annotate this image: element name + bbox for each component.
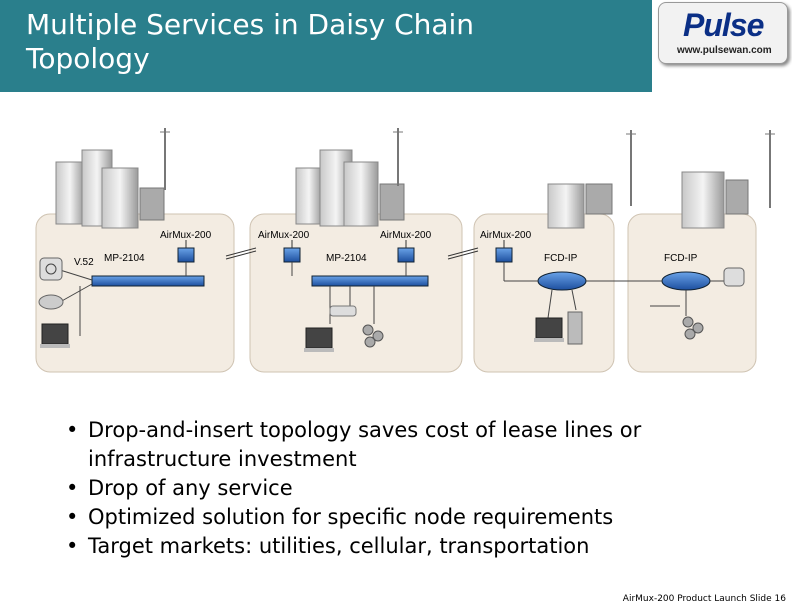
site-panel-4 [627, 213, 757, 373]
phones-cluster-icon-1 [362, 324, 384, 348]
slide-footer: AirMux-200 Product Launch Slide 16 [622, 594, 786, 604]
logo-area: Pulse www.pulsewan.com [652, 0, 792, 92]
bullet-item: •Drop-and-insert topology saves cost of … [66, 418, 642, 471]
building-group-3 [547, 130, 636, 229]
label-airmux-1: AirMux-200 [160, 230, 212, 241]
slide-title: Multiple Services in Daisy Chain Topolog… [26, 8, 475, 75]
building-group-1 [55, 128, 170, 229]
label-fcd-ip-2: FCD-IP [664, 253, 698, 264]
building-group-4 [681, 130, 775, 229]
label-airmux-4: AirMux-200 [480, 230, 532, 241]
label-v52: V.52 [74, 257, 94, 268]
label-mp-2104-1: MP-2104 [104, 253, 145, 264]
bullet-text: Target markets: utilities, cellular, tra… [88, 534, 590, 558]
phones-cluster-icon-2 [682, 316, 704, 340]
computer-icon-2 [304, 327, 334, 352]
router-icon-1 [38, 294, 64, 310]
bullet-item: •Target markets: utilities, cellular, tr… [66, 534, 590, 558]
logo-word: Pulse [683, 7, 764, 43]
bullet-text: Optimized solution for specific node req… [88, 505, 614, 529]
label-fcd-ip-1: FCD-IP [544, 253, 578, 264]
phone-icon [329, 305, 357, 317]
label-airmux-3: AirMux-200 [380, 230, 432, 241]
label-airmux-2: AirMux-200 [258, 230, 310, 241]
pbx-icon [39, 257, 63, 281]
bullet-list: •Drop-and-insert topology saves cost of … [66, 416, 766, 561]
computer-icon-3 [534, 317, 564, 342]
mp-2104-device-1 [91, 275, 205, 287]
connection-lines [59, 262, 728, 336]
daisy-chain-diagram: AirMux-200 AirMux-200 AirMux-200 AirMux-… [35, 128, 775, 373]
server-icon [567, 311, 583, 345]
bullet-text: Drop of any service [88, 476, 293, 500]
fcd-ip-device-2 [661, 271, 711, 291]
bullet-text: Drop-and-insert topology saves cost of l… [88, 418, 642, 471]
pulse-logo: Pulse www.pulsewan.com [658, 2, 788, 64]
router-icon-2 [723, 267, 745, 287]
bullet-item: •Optimized solution for specific node re… [66, 505, 614, 529]
mp-2104-device-2 [311, 275, 429, 287]
label-mp-2104-2: MP-2104 [326, 253, 367, 264]
airmux-unit-3 [397, 240, 415, 263]
wireless-link-1 [225, 247, 257, 260]
bullet-item: •Drop of any service [66, 476, 293, 500]
building-group-2 [295, 128, 405, 227]
title-bar: Multiple Services in Daisy Chain Topolog… [0, 0, 652, 92]
logo-url: www.pulsewan.com [677, 45, 772, 56]
fcd-ip-device-1 [537, 271, 587, 291]
wireless-link-2 [447, 247, 479, 260]
computer-icon-1 [40, 323, 70, 348]
